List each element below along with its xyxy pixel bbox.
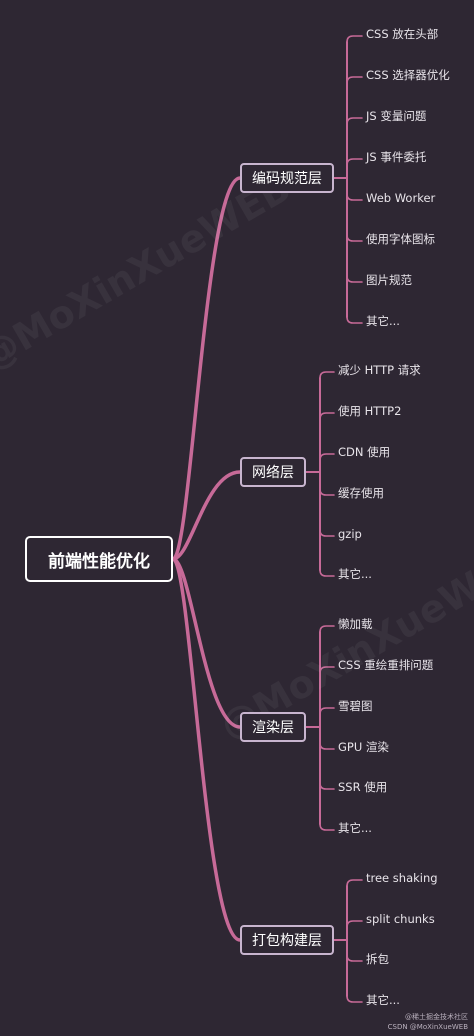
leaf-link — [346, 275, 363, 283]
root-node[interactable]: 前端性能优化 — [25, 536, 173, 582]
branch-node-render[interactable]: 渲染层 — [240, 712, 306, 742]
leaf-link — [319, 742, 335, 750]
leaf-link — [346, 920, 363, 928]
leaf-item[interactable]: JS 变量问题 — [366, 109, 427, 123]
leaf-item[interactable]: 使用 HTTP2 — [338, 404, 402, 418]
leaf-item[interactable]: CSS 放在头部 — [366, 27, 439, 41]
leaf-item[interactable]: split chunks — [366, 912, 435, 926]
leaf-item[interactable]: CSS 选择器优化 — [366, 68, 450, 82]
leaf-link — [319, 412, 335, 420]
leaf-item[interactable]: 使用字体图标 — [366, 232, 435, 246]
leaf-link — [346, 193, 363, 201]
leaf-link — [319, 782, 335, 790]
leaf-item[interactable]: 图片规范 — [366, 273, 412, 287]
branch-node-network[interactable]: 网络层 — [240, 457, 306, 487]
leaf-item[interactable]: 雪碧图 — [338, 699, 373, 713]
branch-node-build[interactable]: 打包构建层 — [240, 925, 334, 955]
leaf-item[interactable]: Web Worker — [366, 191, 436, 205]
leaf-item[interactable]: 其它... — [366, 314, 400, 328]
leaf-item[interactable]: CDN 使用 — [338, 445, 391, 459]
leaf-link — [346, 76, 363, 84]
leaf-link — [319, 488, 335, 496]
leaf-item[interactable]: 减少 HTTP 请求 — [338, 363, 421, 377]
leaf-item[interactable]: tree shaking — [366, 871, 438, 885]
leaf-item[interactable]: 其它... — [366, 993, 400, 1007]
leaf-item[interactable]: GPU 渲染 — [338, 740, 389, 754]
leaf-link — [319, 453, 335, 461]
leaf-link — [346, 158, 363, 166]
leaf-item[interactable]: 懒加载 — [338, 617, 373, 631]
root-branch-link — [171, 557, 242, 729]
root-branch-link — [171, 557, 242, 942]
root-branch-link — [171, 176, 242, 561]
branch-node-coding[interactable]: 编码规范层 — [240, 163, 334, 193]
leaf-item[interactable]: 其它... — [338, 567, 372, 581]
leaf-item[interactable]: gzip — [338, 527, 362, 541]
credit-juejin: @稀土掘金技术社区 — [405, 1013, 468, 1021]
credit-csdn: CSDN @MoXinXueWEB — [387, 1023, 468, 1031]
leaf-link — [319, 371, 335, 379]
leaf-link — [346, 234, 363, 242]
leaf-link — [319, 666, 335, 674]
leaf-item[interactable]: 拆包 — [366, 952, 389, 966]
leaf-link — [319, 625, 335, 633]
leaf-link — [346, 117, 363, 125]
leaf-link — [319, 823, 335, 831]
leaf-link — [346, 879, 363, 887]
leaf-item[interactable]: CSS 重绘重排问题 — [338, 658, 434, 672]
leaf-link — [319, 569, 335, 577]
leaf-link — [346, 35, 363, 43]
leaf-item[interactable]: 其它... — [338, 821, 372, 835]
leaf-link — [319, 707, 335, 715]
leaf-link — [346, 316, 363, 324]
leaf-item[interactable]: JS 事件委托 — [366, 150, 427, 164]
leaf-link — [346, 954, 363, 962]
leaf-link — [319, 529, 335, 537]
leaf-item[interactable]: 缓存使用 — [338, 486, 384, 500]
leaf-link — [346, 995, 363, 1003]
leaf-item[interactable]: SSR 使用 — [338, 780, 388, 794]
root-branch-link — [171, 470, 242, 561]
